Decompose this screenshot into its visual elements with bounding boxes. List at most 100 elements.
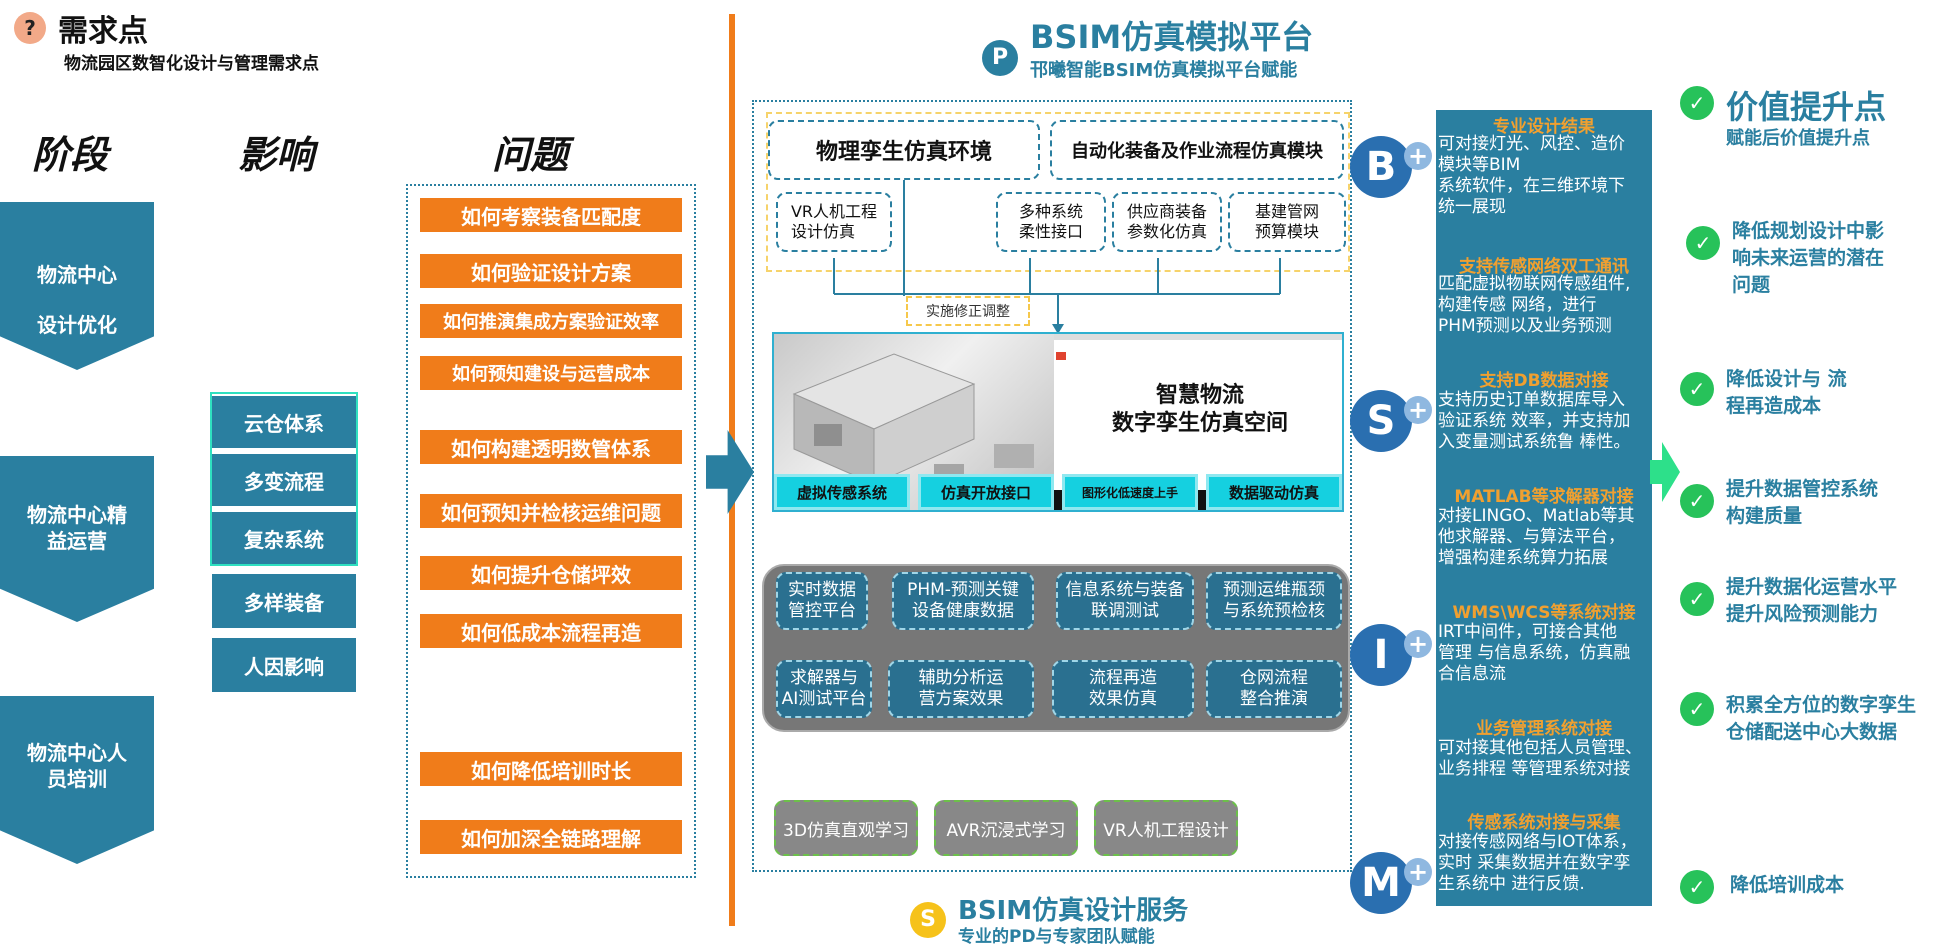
info-heading: 传感系统对接与采集 xyxy=(1467,813,1621,833)
platform-top-zone xyxy=(766,112,1350,272)
function-item: 信息系统与装备联调测试 xyxy=(1056,572,1194,630)
value-title: 价值提升点 xyxy=(1726,88,1887,126)
value-arrow-icon xyxy=(1650,442,1680,502)
adjustment-label: 实施修正调整 xyxy=(906,296,1030,326)
infrastructure-budget-box: 基建管网预算模块 xyxy=(1228,192,1346,252)
info-line: 业务排程 等管理系统对接 xyxy=(1438,759,1631,779)
problem-item: 如何降低培训时长 xyxy=(420,752,682,786)
function-line1: 实时数据 xyxy=(788,580,856,600)
vr-line2: 设计仿真 xyxy=(790,222,855,241)
function-line2: 营方案效果 xyxy=(918,689,1004,709)
function-line2: 管控平台 xyxy=(788,601,856,621)
function-line1: 求解器与 xyxy=(790,668,858,688)
info-line: 统一展现 xyxy=(1438,197,1506,217)
info-line: 验证系统 效率，并支持加 xyxy=(1438,411,1631,431)
value-line: 提升风险预测能力 xyxy=(1726,603,1879,625)
tab-open-interface[interactable]: 仿真开放接口 xyxy=(918,474,1054,510)
function-line1: 预测运维瓶颈 xyxy=(1223,580,1325,600)
function-item: 流程再造效果仿真 xyxy=(1052,660,1194,718)
value-line: 仓储配送中心大数据 xyxy=(1726,721,1898,743)
sub-line1: 多种系统 xyxy=(1018,202,1083,221)
info-line: 生系统中 进行反馈. xyxy=(1438,874,1585,894)
function-item: 预测运维瓶颈与系统预检核 xyxy=(1206,572,1342,630)
value-line: 响未来运营的潜在 xyxy=(1732,247,1885,269)
info-heading: 支持DB数据对接 xyxy=(1479,371,1609,391)
plus-icon: + xyxy=(1404,630,1432,658)
function-line1: 辅助分析运 xyxy=(918,668,1004,688)
stage-column-heading: 阶段 xyxy=(32,133,109,177)
sub-line2: 预算模块 xyxy=(1254,222,1319,241)
platform-frame xyxy=(752,100,1352,872)
stage-label-line1: 物流中心 xyxy=(37,263,117,287)
value-item: 积累全方位的数字孪生 仓储配送中心大数据 xyxy=(1726,692,1950,746)
stage-label-line2: 设计优化 xyxy=(37,313,117,337)
stage-label-line2: 员培训 xyxy=(47,767,107,791)
info-line: 可对接灯光、风控、造价 xyxy=(1438,134,1625,154)
impact-cloud-warehouse: 云仓体系 xyxy=(212,396,356,448)
info-heading: WMS\WCS等系统对接 xyxy=(1452,603,1636,623)
info-line: 入变量测试系统鲁 棒性。 xyxy=(1438,432,1631,452)
info-line: 对接LINGO、Matlab等其 xyxy=(1438,506,1635,526)
stage-label-line2: 益运营 xyxy=(47,529,107,553)
impact-complex-system: 复杂系统 xyxy=(212,512,356,564)
info-line: 合信息流 xyxy=(1438,664,1506,684)
problem-list-frame xyxy=(406,184,696,878)
check-icon: ✓ xyxy=(1680,86,1714,120)
impact-variable-process: 多变流程 xyxy=(212,454,356,506)
problem-item: 如何预知并检核运维问题 xyxy=(420,494,682,528)
automation-module: 自动化装备及作业流程仿真模块 xyxy=(1050,120,1344,180)
info-line: 管理 与信息系统，仿真融 xyxy=(1438,643,1631,663)
page-title: 需求点 xyxy=(58,14,148,49)
tab-data-driven[interactable]: 数据驱动仿真 xyxy=(1206,474,1342,510)
letter-i-icon: I xyxy=(1350,624,1412,686)
connector-lines xyxy=(833,180,1281,334)
impact-human-factor: 人因影响 xyxy=(212,638,356,692)
integration-info-column xyxy=(1436,110,1652,906)
twin-marker xyxy=(1056,352,1066,360)
value-line: 程再造成本 xyxy=(1726,395,1822,417)
info-body: 对接传感网络与IOT体系， 实时 采集数据并在数字孪 生系统中 进行反馈. xyxy=(1436,832,1652,895)
plus-icon: + xyxy=(1404,396,1432,424)
function-line2: 效果仿真 xyxy=(1089,689,1157,709)
info-body: 对接LINGO、Matlab等其 他求解器、与算法平台， 增强构建系统算力拓展 xyxy=(1436,506,1652,569)
function-item: 辅助分析运营方案效果 xyxy=(888,660,1034,718)
value-line: 提升数据管控系统 xyxy=(1726,478,1879,500)
flexible-interface-box: 多种系统柔性接口 xyxy=(996,192,1106,252)
function-line2: 与系统预检核 xyxy=(1223,601,1325,621)
flow-arrow-icon xyxy=(706,430,754,514)
value-line: 降低设计与 流 xyxy=(1726,368,1847,390)
info-body: 可对接灯光、风控、造价 模块等BIM 系统软件，在三维环境下 统一展现 xyxy=(1436,134,1652,218)
value-item: 提升数据管控系统 构建质量 xyxy=(1726,476,1938,530)
sub-line1: 供应商装备 xyxy=(1126,202,1207,221)
function-line1: 信息系统与装备 xyxy=(1065,580,1185,600)
vr-line1: VR人机工程 xyxy=(790,202,878,221)
stage-design-optimization: 物流中心 设计优化 xyxy=(0,202,154,370)
value-item: 降低培训成本 xyxy=(1730,872,1942,899)
function-item: 仓网流程整合推演 xyxy=(1206,660,1342,718)
problem-item: 如何考察装备匹配度 xyxy=(420,198,682,232)
learning-3d: 3D仿真直观学习 xyxy=(774,800,918,856)
platform-title: BSIM仿真模拟平台 xyxy=(1030,18,1314,56)
tab-virtual-sensor[interactable]: 虚拟传感系统 xyxy=(774,474,910,510)
problem-item: 如何预知建设与运营成本 xyxy=(420,356,682,390)
info-line: 匹配虚拟物联网传感组件, xyxy=(1438,274,1631,294)
stage-label-line1: 物流中心人 xyxy=(27,741,127,765)
supplier-param-box: 供应商装备参数化仿真 xyxy=(1112,192,1222,252)
problem-item: 如何加深全链路理解 xyxy=(420,820,682,854)
value-subtitle: 赋能后价值提升点 xyxy=(1726,128,1870,149)
function-line1: 仓网流程 xyxy=(1240,668,1308,688)
twin-caption-line1: 智慧物流 xyxy=(1155,383,1244,408)
info-body: 可对接其他包括人员管理、 业务排程 等管理系统对接 xyxy=(1436,738,1652,780)
info-body: IRT中间件，可接合其他 管理 与信息系统，仿真融 合信息流 xyxy=(1436,622,1652,685)
problem-item: 如何低成本流程再造 xyxy=(420,614,682,648)
check-icon: ✓ xyxy=(1686,226,1720,260)
stage-staff-training: 物流中心人 员培训 xyxy=(0,696,154,864)
letter-s-icon: S xyxy=(1350,390,1412,452)
check-icon: ✓ xyxy=(1680,372,1714,406)
platform-badge-icon: P xyxy=(982,40,1018,76)
twin-caption-panel xyxy=(1054,340,1342,490)
tab-graphical-onboarding[interactable]: 图形化低速度上手 xyxy=(1062,474,1198,510)
value-item: 提升数据化运营水平 提升风险预测能力 xyxy=(1726,574,1946,628)
sub-line2: 柔性接口 xyxy=(1018,222,1083,241)
